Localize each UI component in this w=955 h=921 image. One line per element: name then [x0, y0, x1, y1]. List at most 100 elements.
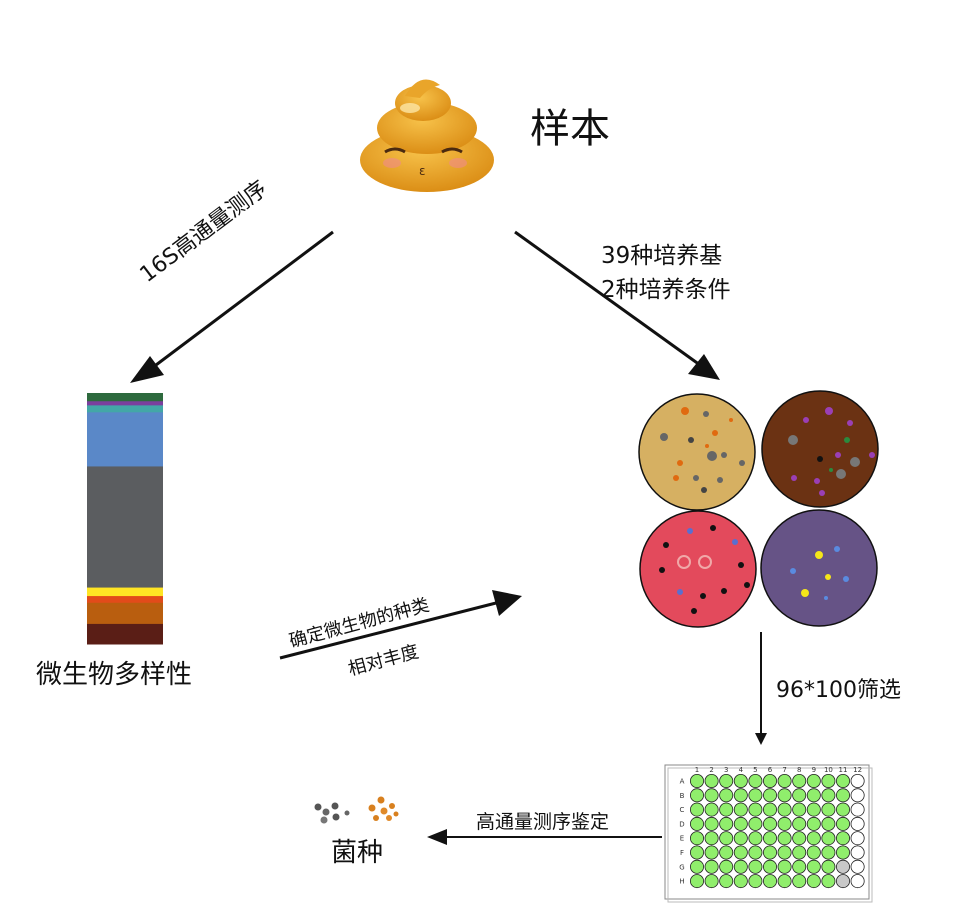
culture-plate-3: [639, 510, 757, 628]
culture-plates: [638, 390, 879, 628]
plate-well: [806, 845, 821, 860]
plate-well: [850, 831, 865, 846]
plate-row-label: D: [679, 820, 684, 828]
diversity-stacked-bar: [87, 393, 163, 645]
plate-well: [748, 874, 763, 889]
plate-well: [806, 831, 821, 846]
diversity-segment-9: [87, 623, 163, 645]
screening-label: 96*100筛选: [776, 678, 901, 703]
plate-well: [792, 816, 807, 831]
plate-well: [719, 788, 734, 803]
plate-well: [690, 845, 705, 860]
plate-well: [748, 845, 763, 860]
plate-col-label: 11: [839, 766, 848, 774]
plate-well: [763, 859, 778, 874]
plate-well: [806, 859, 821, 874]
strains-title: 菌种: [331, 838, 384, 868]
plate-well: [836, 816, 851, 831]
plate-row-label: B: [680, 792, 685, 800]
plate-well: [690, 802, 705, 817]
plate-well: [733, 816, 748, 831]
culture-plate-4: [760, 509, 878, 627]
plate-well: [806, 816, 821, 831]
plate-well: [821, 831, 836, 846]
plate-well: [821, 802, 836, 817]
plate-col-label: 12: [853, 766, 862, 774]
plate-well: [704, 874, 719, 889]
plate-3-colonies: [659, 525, 750, 614]
plate-well: [748, 774, 763, 789]
plate-well: [690, 874, 705, 889]
plate-col-label: 7: [782, 766, 786, 774]
plate-well: [719, 831, 734, 846]
arrow-screening: [755, 632, 767, 745]
plate-well: [850, 859, 865, 874]
plate-well: [792, 845, 807, 860]
plate-well: [792, 802, 807, 817]
arrow-determine: [279, 590, 522, 660]
plate-well: [792, 831, 807, 846]
plate-well: [777, 802, 792, 817]
plate-well: [704, 788, 719, 803]
plate-row-label: E: [680, 835, 684, 843]
plate-row-label: G: [679, 863, 684, 871]
plate-col-label: 6: [768, 766, 773, 774]
plate-well: [821, 845, 836, 860]
plate-well: [763, 831, 778, 846]
identification-label: 高通量测序鉴定: [476, 811, 610, 833]
plate-well: [690, 774, 705, 789]
sample-title: 样本: [530, 106, 610, 152]
plate-well: [719, 774, 734, 789]
diversity-segment-7: [87, 596, 163, 604]
plate-well: [704, 831, 719, 846]
plate-well: [690, 831, 705, 846]
diversity-segment-1: [87, 393, 163, 402]
plate-row-label: A: [680, 778, 685, 786]
plate-col-label: 10: [824, 766, 833, 774]
sample-poop-icon: ε: [360, 79, 494, 192]
plate-row-label: C: [680, 806, 685, 814]
plate-well: [763, 816, 778, 831]
plate-well: [719, 802, 734, 817]
culture-plate-2: [761, 390, 879, 508]
plate-col-label: 9: [812, 766, 816, 774]
plate-well: [763, 874, 778, 889]
plate-col-label: 8: [797, 766, 801, 774]
plate-well: [850, 788, 865, 803]
plate-well: [777, 816, 792, 831]
strain-colonies-icon: [314, 796, 399, 824]
plate-well: [704, 774, 719, 789]
culture-conditions-label: 2种培养条件: [601, 277, 731, 303]
plate-well: [733, 831, 748, 846]
plate-col-label: 3: [724, 766, 728, 774]
plate-well: [777, 788, 792, 803]
plate-well: [850, 774, 865, 789]
plate-well: [836, 859, 851, 874]
plate-col-label: 2: [709, 766, 713, 774]
plate-well: [690, 859, 705, 874]
diversity-segment-8: [87, 602, 163, 625]
plate-well: [777, 874, 792, 889]
plate-well: [748, 788, 763, 803]
plate-4-colonies: [790, 546, 849, 600]
plate-well: [733, 874, 748, 889]
plate-well: [704, 816, 719, 831]
plate-well: [836, 845, 851, 860]
diversity-segment-5: [87, 466, 163, 589]
plate-row-label: F: [680, 849, 684, 857]
plate-well: [733, 859, 748, 874]
diversity-segment-2: [87, 401, 163, 406]
plate-well: [719, 845, 734, 860]
plate-well: [719, 816, 734, 831]
plate-well: [792, 774, 807, 789]
plate-col-label: 1: [695, 766, 699, 774]
arrow-sequencing: [130, 230, 334, 383]
plate-well: [806, 802, 821, 817]
plate-well: [777, 845, 792, 860]
plate-well: [850, 802, 865, 817]
svg-text:ε: ε: [419, 164, 426, 178]
plate-well: [806, 874, 821, 889]
plate-well: [763, 802, 778, 817]
